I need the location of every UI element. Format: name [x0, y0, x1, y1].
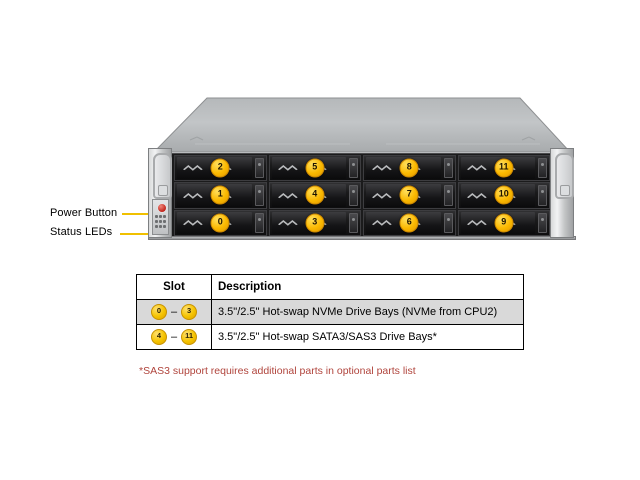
table-row: 4 – 11 3.5"/2.5" Hot-swap SATA3/SAS3 Dri… — [136, 324, 524, 350]
drive-latch[interactable] — [443, 212, 453, 233]
drive-bay[interactable]: 3 — [268, 209, 361, 236]
drive-latch[interactable] — [349, 158, 358, 179]
status-led — [155, 215, 158, 218]
drive-latch[interactable] — [443, 158, 453, 179]
drive-bay[interactable]: 8 — [363, 155, 456, 182]
drive-latch[interactable] — [254, 185, 264, 206]
drive-slot-number-badge: 2 — [210, 158, 230, 178]
table-row: 0 – 3 3.5"/2.5" Hot-swap NVMe Drive Bays… — [136, 299, 524, 325]
status-led — [159, 220, 162, 223]
drive-slot-number-badge: 1 — [210, 185, 230, 205]
drive-slot-number-badge: 4 — [305, 185, 325, 205]
drive-latch[interactable] — [538, 212, 547, 233]
drive-bay-column: 5 4 3 — [268, 155, 361, 236]
chassis-left-ear — [148, 148, 172, 238]
status-led — [155, 225, 158, 228]
drive-slot-number-badge: 8 — [399, 158, 419, 178]
status-led — [159, 215, 162, 218]
power-button[interactable] — [157, 203, 167, 213]
drive-bay[interactable]: 7 — [363, 182, 456, 209]
slot-description-cell: 3.5"/2.5" Hot-swap NVMe Drive Bays (NVMe… — [211, 299, 524, 325]
slot-range-dash: – — [170, 306, 178, 318]
column-header-slot: Slot — [136, 274, 212, 300]
drive-bay[interactable]: 1 — [174, 182, 267, 209]
drive-bay-column: 11 10 9 — [457, 155, 550, 236]
drive-latch[interactable] — [538, 185, 547, 206]
status-led — [163, 225, 166, 228]
status-led — [155, 220, 158, 223]
callout-label-status-leds: Status LEDs — [50, 226, 113, 238]
drive-slot-number-badge: 3 — [305, 213, 325, 233]
slot-badge-start: 0 — [150, 304, 167, 320]
footnote-text: *SAS3 support requires additional parts … — [139, 365, 416, 377]
slot-range-dash: – — [170, 331, 178, 343]
rack-handle-left-icon — [153, 153, 172, 199]
drive-slot-number-badge: 7 — [399, 185, 419, 205]
status-leds — [155, 215, 168, 230]
leader-line-power-button — [122, 213, 154, 215]
control-panel — [152, 199, 169, 235]
drive-latch[interactable] — [349, 212, 358, 233]
drive-slot-number-badge: 5 — [305, 158, 325, 178]
drive-bay[interactable]: 9 — [457, 209, 550, 236]
table-header-row: Slot Description — [136, 274, 524, 300]
slot-range-cell: 0 – 3 — [136, 299, 212, 325]
drive-bay[interactable]: 6 — [363, 209, 456, 236]
drive-slot-number-badge: 11 — [494, 158, 514, 178]
drive-slot-number-badge: 9 — [494, 213, 514, 233]
drive-latch[interactable] — [349, 185, 358, 206]
status-led — [163, 215, 166, 218]
drive-bay[interactable]: 4 — [268, 182, 361, 209]
callout-label-power-button: Power Button — [50, 207, 118, 219]
slot-badge-end: 11 — [181, 329, 198, 345]
chassis-bottom-rail — [148, 236, 576, 240]
drive-latch[interactable] — [538, 158, 547, 179]
drive-bay-column: 2 1 0 — [174, 155, 267, 236]
drive-latch[interactable] — [254, 158, 264, 179]
status-led — [163, 220, 166, 223]
slot-badge-end: 3 — [181, 304, 198, 320]
drive-bay[interactable]: 10 — [457, 182, 550, 209]
slot-badge-start: 4 — [150, 329, 167, 345]
drive-bay[interactable]: 5 — [268, 155, 361, 182]
drive-slot-number-badge: 0 — [210, 213, 230, 233]
slot-description-cell: 3.5"/2.5" Hot-swap SATA3/SAS3 Drive Bays… — [211, 324, 524, 350]
column-header-description: Description — [211, 274, 524, 300]
status-led — [159, 225, 162, 228]
rack-handle-right-icon — [555, 153, 574, 199]
chassis-right-ear — [550, 148, 574, 238]
leader-line-status-leds — [120, 233, 154, 235]
slot-range-cell: 4 – 11 — [136, 324, 212, 350]
slot-description-table: Slot Description 0 – 3 3.5"/2.5" Hot-swa… — [136, 274, 524, 350]
drive-bay[interactable]: 11 — [457, 155, 550, 182]
chassis-lid — [150, 96, 574, 158]
drive-slot-number-badge: 6 — [399, 213, 419, 233]
drive-bay-column: 8 7 6 — [363, 155, 456, 236]
drive-latch[interactable] — [254, 212, 264, 233]
drive-latch[interactable] — [443, 185, 453, 206]
drive-bay[interactable]: 0 — [174, 209, 267, 236]
drive-slot-number-badge: 10 — [494, 185, 514, 205]
drive-bay[interactable]: 2 — [174, 155, 267, 182]
